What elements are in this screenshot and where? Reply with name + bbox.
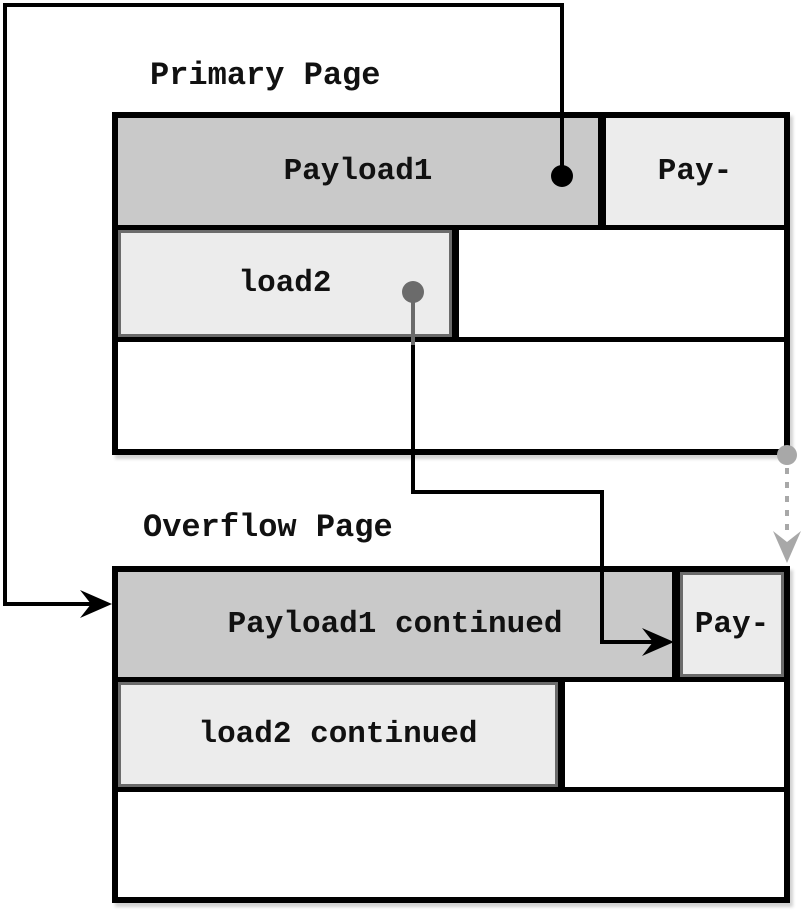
arrowhead-down-icon <box>773 531 801 563</box>
primary-empty-row <box>118 342 784 449</box>
overflow-pay-fragment-label: Pay- <box>694 607 770 642</box>
primary-row-2: load2 <box>118 230 784 337</box>
row-divider <box>118 787 784 792</box>
primary-to-overflow-page-link <box>773 445 801 563</box>
cell-divider <box>598 118 606 225</box>
primary-row-1: Payload1 Pay- <box>118 118 784 225</box>
overflow-row-1: Payload1 continued Pay- <box>118 572 784 677</box>
primary-pay-fragment-cell: Pay- <box>606 118 784 225</box>
primary-row-3 <box>118 342 784 449</box>
cell-divider <box>672 572 680 677</box>
primary-payload1-label: Payload1 <box>283 154 433 189</box>
cell-divider <box>558 682 565 787</box>
primary-payload1-cell: Payload1 <box>118 118 598 225</box>
overflow-free-cell <box>565 682 784 787</box>
primary-pay-fragment-label: Pay- <box>657 154 733 189</box>
primary-page-box: Payload1 Pay- load2 <box>112 112 790 455</box>
overflow-page-title: Overflow Page <box>143 509 393 546</box>
overflow-row-2: load2 continued <box>118 682 784 787</box>
primary-free-cell <box>459 230 784 337</box>
overflow-load2-label: load2 continued <box>198 717 478 752</box>
cell-divider <box>452 230 459 337</box>
overflow-payload1-cell: Payload1 continued <box>118 572 672 677</box>
overflow-page-box: Payload1 continued Pay- load2 continued <box>112 566 790 903</box>
row-divider <box>118 677 784 682</box>
overflow-empty-row <box>118 792 784 897</box>
primary-load2-label: load2 <box>238 266 332 301</box>
primary-load2-cell: load2 <box>118 230 452 337</box>
overflow-load2-cell: load2 continued <box>118 682 558 787</box>
arrowhead-right-icon <box>80 590 112 618</box>
primary-page-title: Primary Page <box>150 57 381 94</box>
overflow-row-3 <box>118 792 784 897</box>
overflow-payload1-label: Payload1 continued <box>227 607 563 642</box>
overflow-pay-fragment-cell: Pay- <box>680 572 784 677</box>
